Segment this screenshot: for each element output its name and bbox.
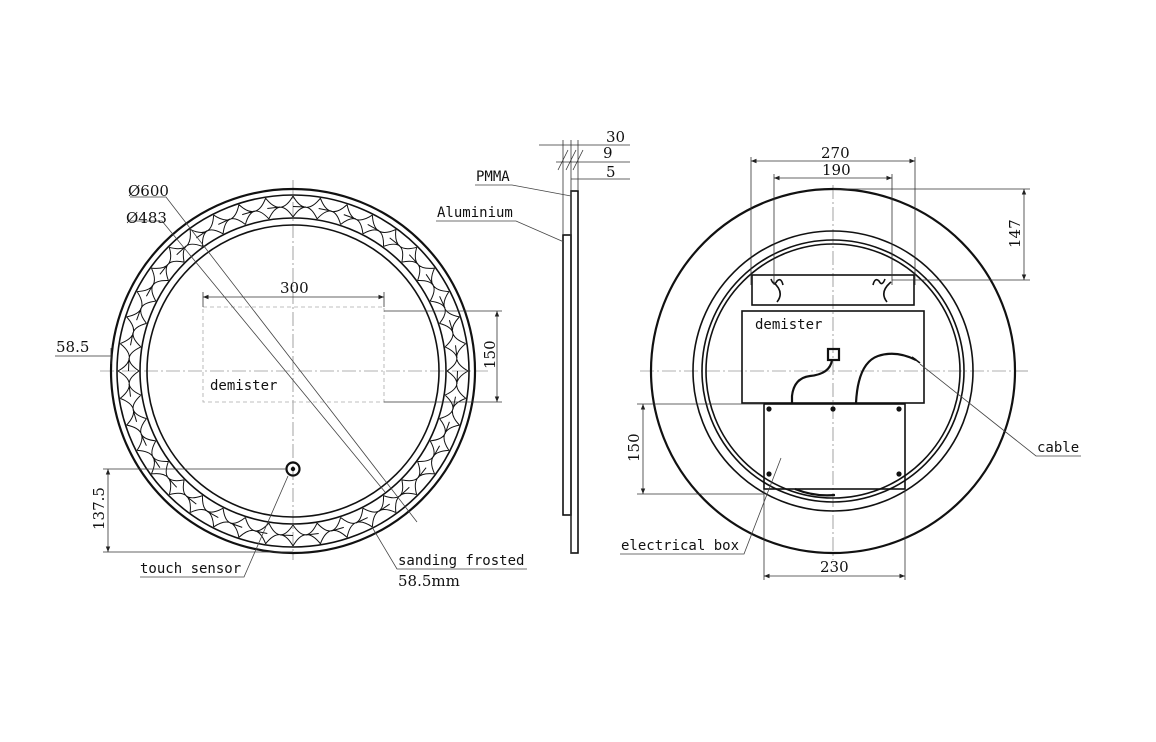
back-view: demister 270 190 147 150 [620, 144, 1081, 580]
demister-height-label: 150 [481, 340, 499, 369]
sanding-lattice-pattern [117, 195, 469, 547]
total-depth-label: 30 [606, 128, 625, 146]
connector-icon [826, 347, 841, 362]
lattice-strokes [117, 195, 469, 547]
sensor-offset-label: 137.5 [90, 487, 108, 530]
box-width-label: 230 [820, 558, 849, 576]
bracket-width-inner-label: 190 [822, 161, 851, 179]
border-width-label: 58.5 [56, 338, 89, 356]
bracket-width-outer-label: 270 [821, 144, 850, 162]
side-view: 30 9 5 PMMA Aluminium [436, 128, 630, 554]
cable-label: cable [1037, 440, 1079, 456]
aluminium-label: Aluminium [437, 205, 513, 221]
demister-label-back: demister [755, 317, 822, 333]
front-view: 300 150 demister Ø600 Ø483 58.5 137.5 to… [55, 180, 527, 590]
bracket-height-label: 147 [1006, 219, 1024, 248]
inner-diameter-label: Ø483 [126, 209, 167, 227]
touch-sensor-icon [285, 461, 301, 477]
sanding-width-label: 58.5mm [398, 572, 460, 590]
touch-sensor-label: touch sensor [140, 561, 241, 577]
pmma-label: PMMA [476, 169, 510, 185]
box-height-label: 150 [625, 433, 643, 462]
sanding-frosted-label: sanding frosted [398, 553, 524, 569]
outer-diameter-label: Ø600 [128, 182, 169, 200]
demister-label-front: demister [210, 378, 277, 394]
electrical-box-label: electrical box [621, 538, 739, 554]
glass-depth-label: 5 [606, 163, 616, 181]
demister-width-label: 300 [280, 279, 309, 297]
mid-depth-label: 9 [603, 144, 613, 162]
